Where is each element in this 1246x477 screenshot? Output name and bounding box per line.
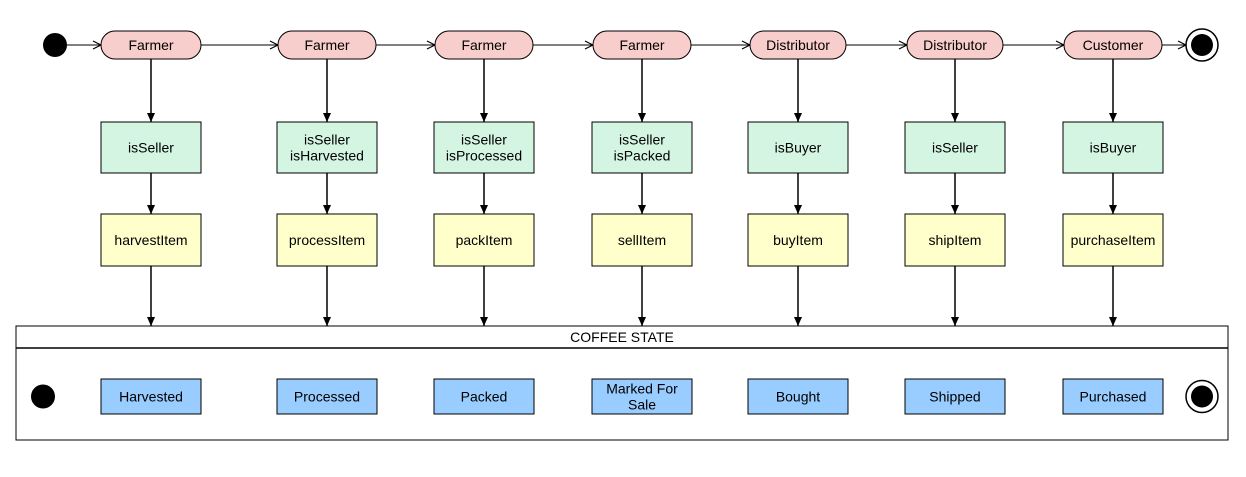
actor-node bbox=[906, 30, 1004, 60]
actor-label: Customer bbox=[1083, 37, 1144, 53]
state-label: Shipped bbox=[929, 389, 980, 405]
function-node bbox=[1062, 213, 1164, 267]
state-label: Marked For bbox=[606, 381, 678, 397]
condition-node bbox=[276, 121, 378, 174]
function-node bbox=[591, 213, 693, 267]
connectors bbox=[55, 45, 1186, 397]
function-label: sellItem bbox=[618, 232, 666, 248]
function-node bbox=[747, 213, 849, 267]
actor-node bbox=[100, 30, 202, 60]
function-node bbox=[433, 213, 535, 267]
function-label: purchaseItem bbox=[1071, 232, 1156, 248]
actor-node bbox=[749, 30, 847, 60]
state-initial-node bbox=[31, 384, 55, 409]
condition-node bbox=[591, 121, 693, 174]
function-label: packItem bbox=[456, 232, 513, 248]
condition-label: isSeller bbox=[128, 140, 174, 156]
actor-label: Farmer bbox=[304, 37, 349, 53]
actor-label: Farmer bbox=[128, 37, 173, 53]
state-final-node bbox=[1191, 385, 1213, 408]
condition-node bbox=[433, 121, 535, 174]
actor-label: Distributor bbox=[766, 37, 830, 53]
state-node bbox=[591, 378, 693, 415]
condition-label: isPacked bbox=[614, 148, 671, 164]
state-label: Bought bbox=[776, 389, 820, 405]
function-node bbox=[276, 213, 378, 267]
state-label: Packed bbox=[461, 389, 508, 405]
state-node bbox=[276, 378, 378, 415]
function-label: harvestItem bbox=[114, 232, 187, 248]
function-node bbox=[904, 213, 1006, 267]
condition-label: isHarvested bbox=[290, 148, 364, 164]
state-node bbox=[904, 378, 1006, 415]
actor-node bbox=[277, 30, 377, 60]
condition-node bbox=[100, 121, 202, 174]
condition-node bbox=[747, 121, 849, 174]
state-label: Processed bbox=[294, 389, 360, 405]
coffee-state-title: COFFEE STATE bbox=[570, 329, 674, 345]
state-label: Sale bbox=[628, 397, 656, 413]
function-node bbox=[100, 213, 202, 267]
nodes: Farmer Farmer Farmer Farmer Distributor Distr… bbox=[15, 28, 1229, 441]
condition-label: isProcessed bbox=[446, 148, 522, 164]
actor-node bbox=[592, 30, 692, 60]
actor-label: Farmer bbox=[619, 37, 664, 53]
condition-node bbox=[1062, 121, 1164, 174]
state-node bbox=[747, 378, 849, 415]
condition-label: isBuyer bbox=[775, 140, 822, 156]
condition-label: isSeller bbox=[619, 132, 665, 148]
state-node bbox=[1062, 378, 1164, 415]
state-label: Harvested bbox=[119, 389, 183, 405]
condition-node bbox=[904, 121, 1006, 174]
actor-label: Distributor bbox=[923, 37, 987, 53]
actor-node bbox=[1063, 30, 1163, 60]
condition-label: isSeller bbox=[932, 140, 978, 156]
actor-label: Farmer bbox=[461, 37, 506, 53]
condition-label: isBuyer bbox=[1090, 140, 1137, 156]
final-node bbox=[1191, 34, 1213, 56]
function-label: buyItem bbox=[773, 232, 823, 248]
function-label: processItem bbox=[289, 232, 365, 248]
function-label: shipItem bbox=[929, 232, 982, 248]
condition-label: isSeller bbox=[461, 132, 507, 148]
state-label: Purchased bbox=[1080, 389, 1147, 405]
condition-label: isSeller bbox=[304, 132, 350, 148]
initial-node bbox=[43, 33, 67, 57]
state-node bbox=[433, 378, 535, 415]
actor-node bbox=[434, 30, 534, 60]
state-node bbox=[100, 378, 202, 415]
